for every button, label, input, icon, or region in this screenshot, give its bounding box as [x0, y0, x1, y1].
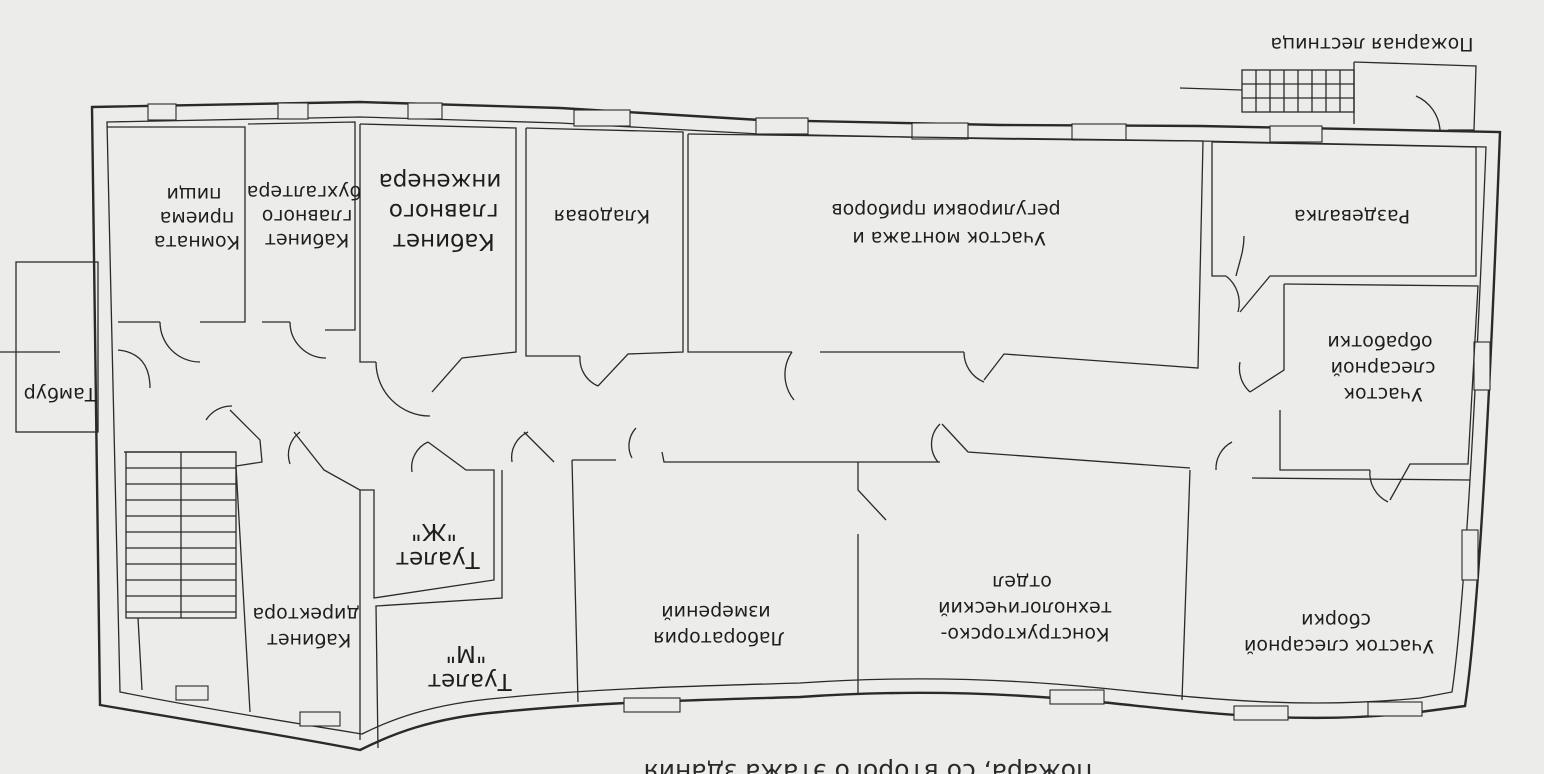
plan-caption: пожара, со второго этажа здания [644, 758, 1093, 774]
food-room-line-3: пищи [166, 183, 221, 205]
vestibule-block [0, 261, 99, 433]
metalwork-area-line-3: обработки [1327, 331, 1432, 353]
toilet-f-line-1: Туалет [396, 546, 481, 572]
fitting-area-line-1: Участок слесарной [1244, 635, 1434, 657]
label-vestibule: Тамбур [24, 383, 98, 405]
label-toilet-m: Туалет "М" [420, 640, 512, 694]
label-fire-escape: Пожарная лестница [1271, 33, 1474, 55]
food-room-line-1: Комната [154, 231, 240, 253]
label-toilet-f: Туалет "Ж" [388, 518, 480, 572]
chief-accountant-line-1: Кабинет [265, 229, 349, 251]
metalwork-area-line-2: слесарной [1331, 357, 1436, 379]
label-assembly-area: Участок монтажа и регулировки приборов [831, 199, 1060, 249]
toilet-f-line-2: "Ж" [411, 518, 457, 544]
label-chief-accountant: Кабинет главного бухгалтера [247, 181, 361, 251]
vestibule-line-1: Тамбур [24, 383, 98, 405]
fire-escape-stairs [1179, 61, 1477, 131]
label-measurement-lab: Лаборатория измерений [647, 601, 785, 649]
label-director-office: Кабинет директора [252, 603, 359, 651]
assembly-area-line-2: регулировки приборов [831, 199, 1060, 221]
assembly-area-line-1: Участок монтажа и [852, 227, 1045, 249]
toilet-m-line-2: "М" [445, 640, 486, 666]
chief-accountant-line-3: бухгалтера [247, 181, 361, 203]
label-chief-engineer: Кабинет главного инженера [379, 168, 502, 254]
label-metalwork-area: Участок слесарной обработки [1325, 331, 1436, 405]
room-labels: Комната приема пищи Кабинет главного бух… [24, 33, 1474, 694]
design-dept-line-2: технологический [938, 597, 1112, 619]
door-swings [117, 95, 1441, 503]
fire-escape-line-1: Пожарная лестница [1271, 33, 1474, 55]
measurement-lab-line-2: измерений [661, 601, 770, 623]
chief-engineer-line-3: инженера [379, 168, 502, 194]
storeroom-line-1: Кладовая [554, 205, 650, 227]
label-fitting-area: Участок слесарной сборки [1238, 609, 1434, 657]
measurement-lab-line-1: Лаборатория [653, 627, 785, 649]
fitting-area-line-2: сборки [1301, 609, 1371, 631]
chief-engineer-line-2: главного [389, 198, 499, 224]
metalwork-area-line-1: Участок [1343, 383, 1422, 405]
design-dept-line-3: отдел [992, 571, 1052, 593]
director-office-line-2: директора [252, 603, 359, 625]
toilet-m-line-1: Туалет [428, 668, 513, 694]
chief-accountant-line-2: главного [262, 205, 353, 227]
label-design-dept: Конструкторско- технологический отдел [932, 571, 1112, 645]
design-dept-line-1: Конструкторско- [941, 623, 1110, 645]
food-room-line-2: приема [160, 207, 235, 229]
chief-engineer-line-1: Кабинет [393, 228, 495, 254]
label-locker-room: Раздевалка [1294, 205, 1410, 227]
label-storeroom: Кладовая [554, 205, 650, 227]
locker-room-line-1: Раздевалка [1294, 205, 1410, 227]
main-staircase [125, 451, 237, 691]
label-food-room: Комната приема пищи [148, 183, 240, 253]
director-office-line-1: Кабинет [267, 629, 351, 651]
interior-walls [107, 121, 1479, 749]
